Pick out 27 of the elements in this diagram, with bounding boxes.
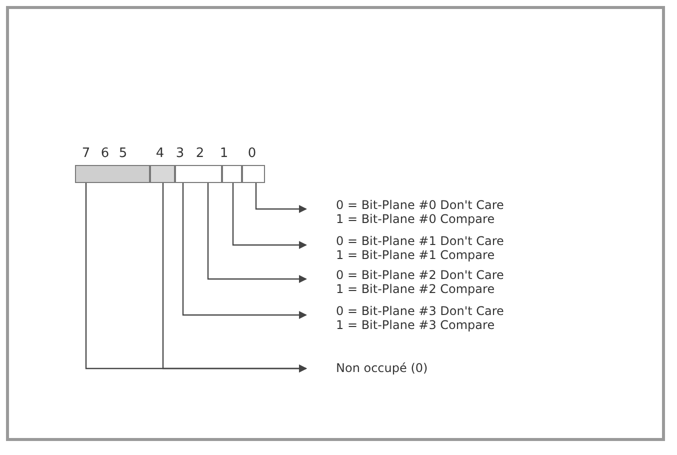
bit-description: 0 = Bit-Plane #2 Don't Care (336, 268, 504, 282)
register-field (222, 165, 242, 183)
arrow (232, 183, 307, 249)
bit-description: 0 = Bit-Plane #0 Don't Care (336, 198, 504, 212)
register-field (150, 165, 175, 183)
bit-number: 5 (118, 146, 128, 161)
arrow (182, 183, 307, 319)
bit-number: 6 (100, 146, 110, 161)
bit-number: 4 (154, 146, 166, 161)
bit-number: 7 (80, 146, 92, 161)
register-field (242, 165, 265, 183)
bit-description: 1 = Bit-Plane #1 Compare (336, 248, 496, 262)
arrow (255, 183, 307, 213)
register-field (175, 165, 222, 183)
arrow (162, 183, 307, 372)
bit-description: 1 = Bit-Plane #0 Compare (336, 212, 496, 226)
bit-description: 1 = Bit-Plane #3 Compare (336, 318, 496, 332)
bit-number: 2 (194, 146, 206, 161)
register-field (75, 165, 150, 183)
bit-number: 0 (246, 146, 258, 161)
bit-description: 0 = Bit-Plane #3 Don't Care (336, 304, 504, 318)
bit-description: 1 = Bit-Plane #2 Compare (336, 282, 496, 296)
bit-description: 0 = Bit-Plane #1 Don't Care (336, 234, 504, 248)
arrow (207, 183, 307, 283)
bit-description: Non occupé (0) (336, 361, 428, 375)
bit-number: 1 (218, 146, 230, 161)
bit-number: 3 (174, 146, 186, 161)
